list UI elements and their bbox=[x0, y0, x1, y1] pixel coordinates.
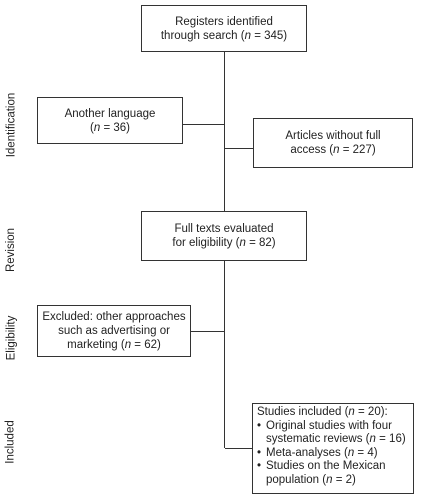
box-excluded: Excluded: other approaches such as adver… bbox=[37, 305, 191, 357]
box-line: access (n = 227) bbox=[290, 144, 376, 156]
stage-label: Eligibility bbox=[5, 315, 17, 360]
included-list: Original studies with four systematic re… bbox=[257, 420, 409, 488]
stage-revision: Revision bbox=[0, 210, 22, 290]
connector-language bbox=[183, 124, 224, 125]
box-studies-included: Studies included (n = 20): Original stud… bbox=[252, 403, 414, 494]
box-full-texts-evaluated: Full texts evaluated for eligibility (n … bbox=[141, 211, 307, 261]
box-line: marketing (n = 62) bbox=[67, 339, 161, 351]
box-line: such as advertising or bbox=[58, 325, 170, 337]
stage-eligibility: Eligibility bbox=[0, 290, 22, 385]
box-line: Another language bbox=[64, 107, 156, 120]
box-registers-identified: Registers identified through search (n =… bbox=[141, 5, 307, 52]
box-line: Excluded: other approaches bbox=[42, 311, 186, 323]
box-line: for eligibility (n = 82) bbox=[172, 237, 276, 249]
connector-excluded bbox=[191, 331, 224, 332]
box-line: Articles without full bbox=[285, 130, 381, 142]
stage-identification: Identification bbox=[0, 40, 22, 210]
connector-main-vertical-lower bbox=[224, 261, 225, 448]
list-item: Studies on the Mexican population (n = 2… bbox=[257, 460, 409, 487]
included-heading: Studies included (n = 20): bbox=[257, 406, 388, 418]
box-articles-without-full-access: Articles without full access (n = 227) bbox=[253, 118, 413, 168]
list-item: Meta-analyses (n = 4) bbox=[257, 447, 409, 461]
box-line: (n = 36) bbox=[90, 121, 130, 134]
stage-label: Included bbox=[5, 419, 18, 464]
stage-label: Revision bbox=[5, 227, 18, 273]
stage-included: Included bbox=[0, 385, 22, 498]
box-line: Full texts evaluated bbox=[174, 223, 274, 235]
box-line: through search (n = 345) bbox=[160, 29, 288, 42]
connector-main-vertical bbox=[224, 52, 225, 211]
box-another-language: Another language (n = 36) bbox=[37, 97, 183, 144]
stage-label: Identification bbox=[5, 92, 18, 158]
list-item: Original studies with four systematic re… bbox=[257, 420, 409, 447]
connector-no-access bbox=[225, 148, 253, 149]
connector-included bbox=[225, 448, 252, 449]
box-line: Registers identified bbox=[175, 15, 273, 28]
